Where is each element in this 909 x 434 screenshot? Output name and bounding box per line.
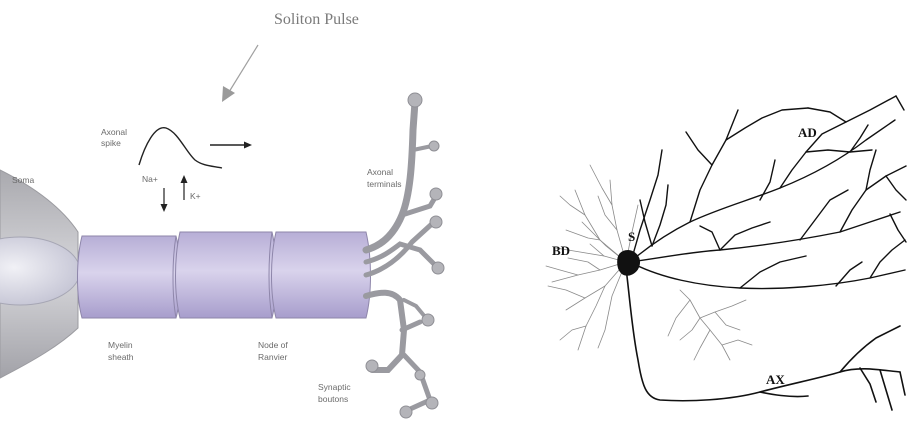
axon-diagram: Axonal spike Soma Na+ K+ Axonal terminal… <box>0 93 444 418</box>
bd-label: BD <box>552 243 570 258</box>
axon <box>626 268 905 410</box>
ax-label: AX <box>766 372 785 387</box>
myelin-sheath-segments <box>78 232 371 318</box>
na-influx-arrow-icon <box>161 188 168 212</box>
myelin-sheath-label: Myelin sheath <box>108 340 135 362</box>
s-label: S <box>628 229 635 244</box>
na-label: Na+ <box>142 174 158 184</box>
node-of-ranvier-label: Node of Ranvier <box>258 340 290 362</box>
axonal-spike-label: Axonal spike <box>101 127 129 148</box>
pointer-arrow-icon <box>222 45 258 102</box>
synaptic-boutons-label: Synaptic boutons <box>318 382 353 404</box>
propagation-arrow-icon <box>210 142 252 149</box>
k-efflux-arrow-icon <box>181 175 188 200</box>
soliton-pulse-title: Soliton Pulse <box>274 11 359 28</box>
axonal-terminals-label: Axonal terminals <box>367 167 401 189</box>
ad-label: AD <box>798 125 817 140</box>
basal-dendrites <box>546 165 752 360</box>
k-label: K+ <box>190 191 201 201</box>
axonal-spike-waveform <box>139 128 222 168</box>
neuron-soma <box>618 251 640 276</box>
apical-dendrites <box>630 96 906 289</box>
neuron-tracing <box>546 96 906 410</box>
soma-label: Soma <box>12 175 34 185</box>
